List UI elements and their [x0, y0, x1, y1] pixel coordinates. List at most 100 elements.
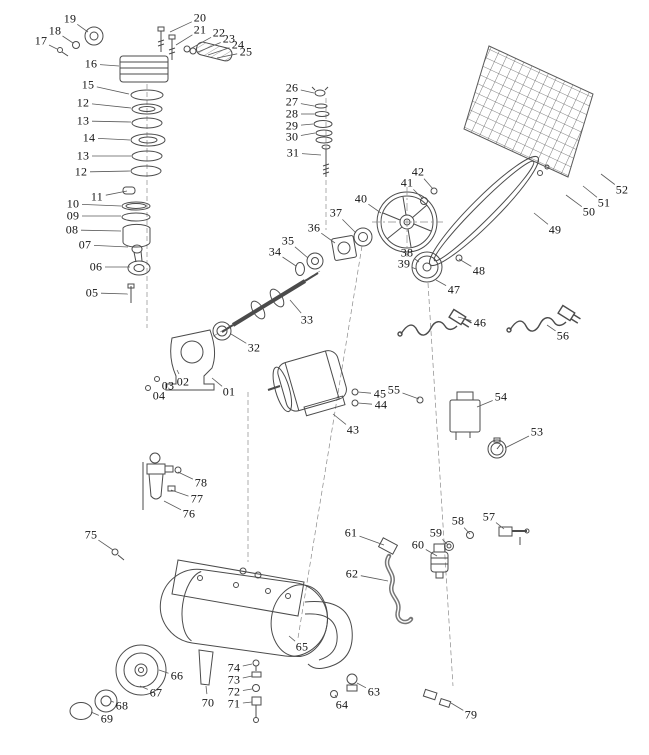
piston-assembly — [121, 186, 151, 303]
pressure-gauge — [487, 437, 507, 459]
part-label-67: 67 — [149, 685, 163, 700]
part-label-12: 12 — [76, 95, 90, 110]
part-label-48: 48 — [472, 263, 486, 278]
part-label-33: 33 — [300, 312, 314, 327]
part-label-77: 77 — [190, 491, 204, 506]
part-label-21: 21 — [193, 22, 207, 37]
construction-lines — [146, 84, 454, 687]
part-label-38: 38 — [400, 245, 414, 260]
part-label-26: 26 — [285, 80, 299, 95]
part-label-65: 65 — [295, 639, 309, 654]
part-label-43: 43 — [346, 422, 360, 437]
part-label-34: 34 — [268, 244, 282, 259]
part-label-44: 44 — [374, 397, 388, 412]
part-label-20: 20 — [193, 10, 207, 25]
part-label-72: 72 — [227, 684, 241, 699]
part-label-08: 08 — [65, 222, 79, 237]
part-label-06: 06 — [89, 259, 103, 274]
platform-bolt — [111, 548, 125, 561]
part-label-60: 60 — [411, 537, 425, 552]
air-filter-stack — [311, 86, 333, 177]
part-label-41: 41 — [400, 175, 414, 190]
crankshaft — [221, 272, 319, 333]
part-label-61: 61 — [344, 525, 358, 540]
part-label-13: 13 — [76, 148, 90, 163]
part-label-66: 66 — [170, 668, 184, 683]
valve-plate-stack — [130, 89, 166, 177]
part-label-17: 17 — [34, 33, 48, 48]
part-label-78: 78 — [194, 475, 208, 490]
part-label-69: 69 — [100, 711, 114, 726]
flywheel-washer — [420, 197, 428, 205]
part-label-49: 49 — [548, 222, 562, 237]
part-label-15: 15 — [81, 77, 95, 92]
unloader-fitting — [416, 396, 424, 404]
tank-leg — [198, 649, 214, 686]
part-label-40: 40 — [354, 191, 368, 206]
part-label-28: 28 — [285, 106, 299, 121]
part-label-07: 07 — [78, 237, 92, 252]
part-label-63: 63 — [367, 684, 381, 699]
part-label-46: 46 — [473, 315, 487, 330]
part-label-19: 19 — [63, 11, 77, 26]
part-label-62: 62 — [345, 566, 359, 581]
part-label-01: 01 — [222, 384, 236, 399]
part-label-35: 35 — [281, 233, 295, 248]
pressure-switch — [449, 391, 481, 440]
part-label-75: 75 — [84, 527, 98, 542]
part-label-36: 36 — [307, 220, 321, 235]
crankcase-washer — [145, 385, 151, 391]
part-label-53: 53 — [530, 424, 544, 439]
part-label-42: 42 — [411, 164, 425, 179]
part-label-12: 12 — [74, 164, 88, 179]
part-label-23: 23 — [222, 31, 236, 46]
part-label-11: 11 — [90, 189, 104, 204]
part-label-27: 27 — [285, 94, 299, 109]
part-label-13: 13 — [76, 113, 90, 128]
part-label-18: 18 — [48, 23, 62, 38]
part-label-32: 32 — [247, 340, 261, 355]
part-label-50: 50 — [582, 204, 596, 219]
hub-cap — [94, 689, 118, 713]
part-label-64: 64 — [335, 697, 349, 712]
part-label-04: 04 — [152, 388, 166, 403]
tank — [159, 568, 353, 686]
part-label-30: 30 — [285, 129, 299, 144]
power-cord-right — [506, 304, 581, 333]
tank-handle — [304, 601, 353, 669]
part-label-55: 55 — [387, 382, 401, 397]
part-label-22: 22 — [212, 25, 226, 40]
part-label-73: 73 — [227, 672, 241, 687]
part-label-31: 31 — [286, 145, 300, 160]
outlet-fittings — [422, 688, 452, 709]
part-label-52: 52 — [615, 182, 629, 197]
part-label-56: 56 — [556, 328, 570, 343]
part-label-37: 37 — [329, 205, 343, 220]
part-label-05: 05 — [85, 285, 99, 300]
drain-valve-stack — [251, 659, 262, 723]
motor — [267, 350, 424, 417]
discharge-hose — [384, 553, 414, 625]
crankcase — [145, 329, 216, 391]
part-label-14: 14 — [82, 130, 96, 145]
head-bolts — [157, 26, 176, 60]
part-label-16: 16 — [84, 56, 98, 71]
part-label-25: 25 — [239, 44, 253, 59]
head-fasteners-left — [57, 26, 104, 57]
crankcase-bolt — [154, 376, 160, 382]
part-label-29: 29 — [285, 118, 299, 133]
part-label-02: 02 — [176, 374, 190, 389]
part-label-71: 71 — [227, 696, 241, 711]
check-valve-group — [377, 526, 530, 579]
shaft-seal-parts — [295, 227, 373, 276]
part-label-24: 24 — [231, 37, 245, 52]
part-label-70: 70 — [201, 695, 215, 710]
part-label-58: 58 — [451, 513, 465, 528]
cylinder-head — [119, 55, 169, 83]
wheel-cover — [69, 702, 93, 720]
belt-guard-grille — [463, 45, 594, 178]
part-label-51: 51 — [597, 195, 611, 210]
